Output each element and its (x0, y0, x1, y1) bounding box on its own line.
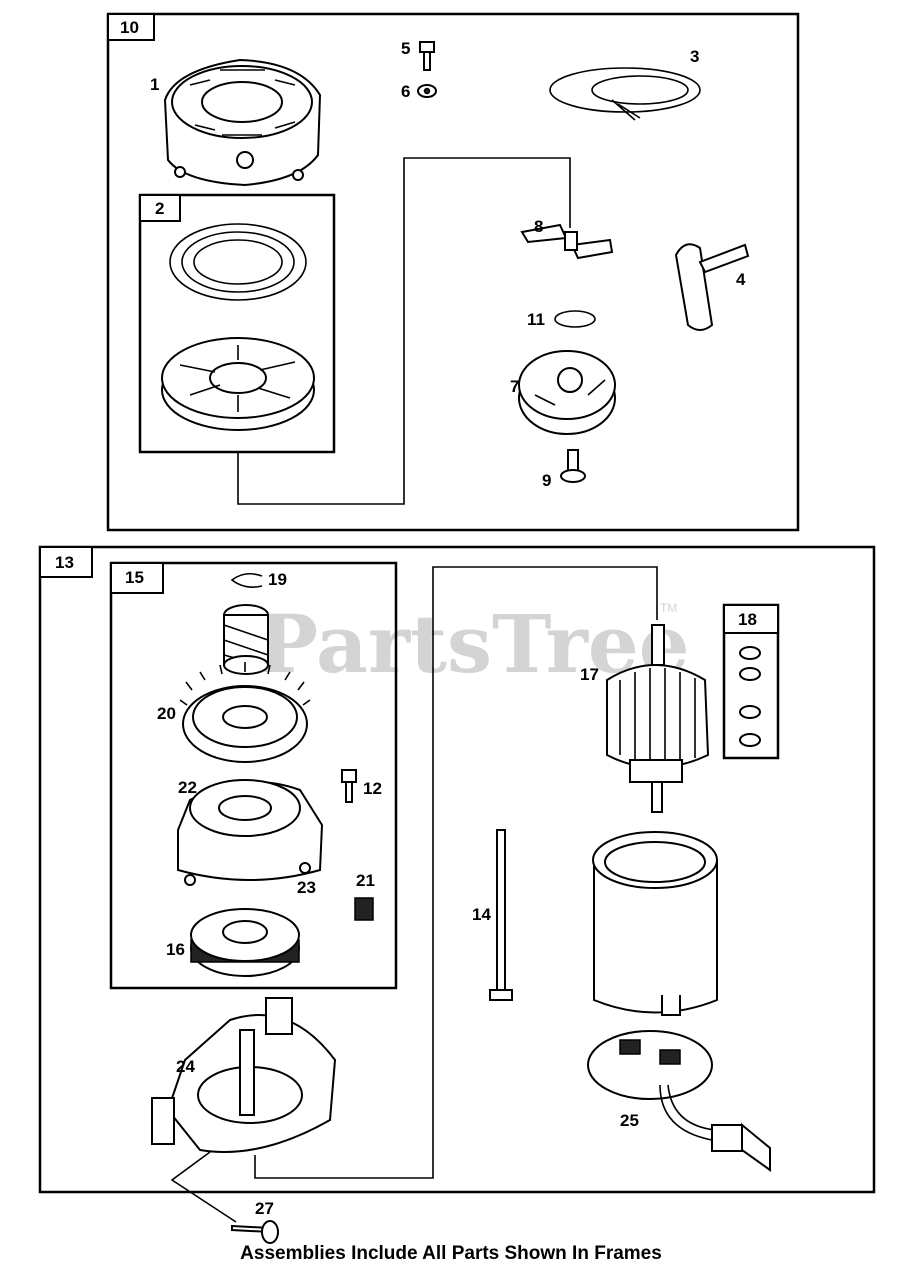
label-part-12: 12 (363, 779, 382, 798)
label-part-22: 22 (178, 778, 197, 797)
label-part-1: 1 (150, 75, 159, 94)
part-16-clutch-assembly[interactable] (190, 908, 300, 977)
part-6-nut[interactable] (417, 84, 437, 98)
label-part-8: 8 (534, 217, 543, 236)
label-part-21: 21 (356, 871, 375, 890)
part-2-recoil-spring[interactable] (169, 223, 307, 301)
frame-10 (106, 12, 800, 532)
leader-frame-10 (237, 157, 571, 505)
part-24-end-cap[interactable] (151, 997, 337, 1153)
frame-18-label: 18 (738, 610, 757, 629)
part-8-pawl[interactable] (520, 223, 614, 260)
label-part-5: 5 (401, 39, 410, 58)
frame-13 (38, 545, 876, 1194)
label-part-25: 25 (620, 1111, 639, 1130)
part-4-starter-handle[interactable] (674, 243, 750, 331)
label-part-23: 23 (297, 878, 316, 897)
label-part-7: 7 (510, 377, 519, 396)
frame-10-label: 10 (120, 18, 139, 37)
label-part-24: 24 (176, 1057, 195, 1076)
part-19-retaining-clip[interactable] (230, 572, 263, 588)
part-21-pinion-gear[interactable] (354, 897, 374, 921)
frame-18-tag (723, 604, 779, 634)
part-3-starter-rope[interactable] (549, 67, 701, 121)
footer-note: Assemblies Include All Parts Shown In Fr… (240, 1243, 662, 1264)
frame-15-label: 15 (125, 568, 144, 587)
label-part-20: 20 (157, 704, 176, 723)
part-11-retainer-ring[interactable] (554, 310, 596, 328)
label-part-11: 11 (527, 310, 545, 329)
part-1-starter-housing[interactable] (163, 58, 322, 187)
label-part-9: 9 (542, 471, 551, 490)
label-part-4: 4 (736, 270, 746, 289)
frame-2-tag (139, 194, 181, 222)
part-5-bolt[interactable] (419, 41, 435, 71)
frame-2-label: 2 (155, 199, 164, 218)
leader-part-27 (170, 1151, 237, 1223)
part-14-through-bolt[interactable] (489, 829, 513, 1001)
part-22-drive-housing[interactable] (177, 779, 324, 886)
part-7-ratchet[interactable] (518, 350, 616, 435)
frame-15 (109, 561, 398, 990)
part-19-drive-helix[interactable] (223, 604, 269, 675)
part-27-through-bolt[interactable] (231, 1220, 279, 1244)
part-18-washer-kit[interactable] (739, 646, 761, 747)
frame-13-tag (39, 546, 93, 578)
label-part-19: 19 (268, 570, 287, 589)
frame-15-tag (110, 562, 164, 594)
part-20-drive-gear[interactable] (179, 662, 311, 763)
part-25-brush-plate[interactable] (587, 1030, 771, 1172)
frame-13-label: 13 (55, 553, 74, 572)
label-part-14: 14 (472, 905, 491, 924)
frame-10-tag (107, 13, 155, 41)
label-part-17: 17 (580, 665, 599, 684)
label-part-27: 27 (255, 1199, 274, 1218)
label-part-16: 16 (166, 940, 185, 959)
leader-frame-13 (254, 566, 658, 1179)
label-part-3: 3 (690, 47, 699, 66)
label-part-6: 6 (401, 82, 410, 101)
part-12-bolt[interactable] (341, 769, 357, 803)
part-13-motor-housing[interactable] (592, 831, 718, 1016)
watermark-trademark: TM (660, 601, 677, 615)
part-9-ratchet-screw[interactable] (560, 449, 586, 483)
part-17-armature[interactable] (606, 624, 710, 813)
frame-2 (138, 193, 336, 454)
part-2-pulley[interactable] (161, 337, 315, 431)
